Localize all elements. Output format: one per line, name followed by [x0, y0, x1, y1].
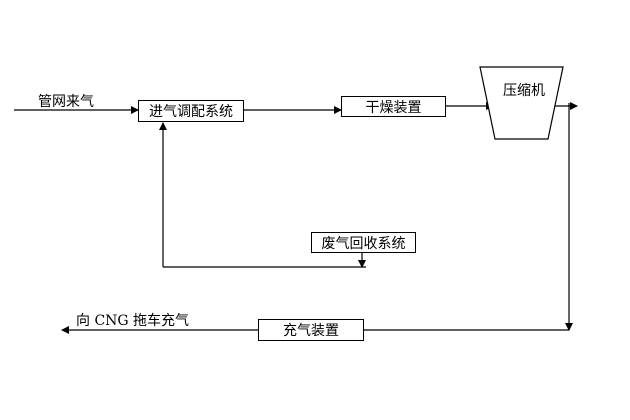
compressor-shape — [479, 66, 564, 140]
outlet-label: 向 CNG 拖车充气 — [76, 313, 190, 329]
waste-gas-recovery-box: 废气回收系统 — [311, 232, 416, 253]
inlet-label: 管网来气 — [38, 94, 94, 110]
intake-system-box: 进气调配系统 — [138, 100, 244, 122]
drying-device-box: 干燥装置 — [341, 96, 446, 117]
filling-device-box: 充气装置 — [258, 319, 364, 341]
compressor-label: 压缩机 — [503, 83, 545, 99]
